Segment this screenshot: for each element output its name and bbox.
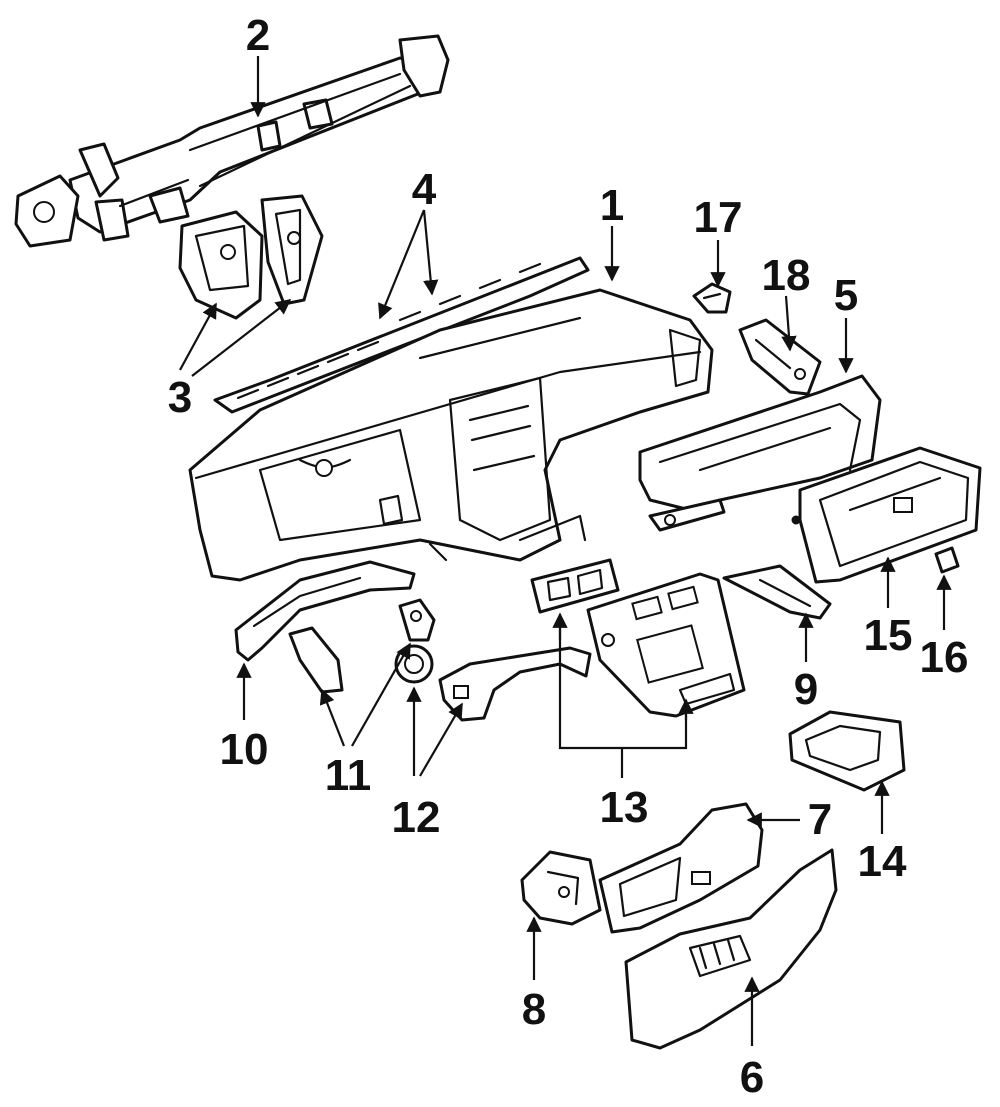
part-3-brackets [178,194,324,320]
part-18-bracket [738,318,822,396]
leader-lines [179,56,952,1046]
part-4-defroster-nozzle [213,256,590,414]
part-6-lower-cover [624,848,838,1050]
part-9-bracket [722,564,832,620]
part-12-knob-and-bracket [394,644,592,722]
part-11-brackets [288,598,436,694]
callout-14: 14 [858,837,907,886]
callout-13: 13 [600,783,649,832]
callout-9: 9 [794,665,818,714]
callout-11: 11 [325,751,372,800]
part-14-ashtray [788,710,906,792]
callout-12: 12 [392,793,441,842]
callout-6: 6 [740,1053,764,1102]
callout-17: 17 [694,193,743,242]
callout-2: 2 [246,11,270,60]
part-8-bracket [520,850,602,926]
callout-labels: 2 1 3 4 17 18 5 15 16 9 10 11 12 13 14 7… [168,11,969,1102]
part-16-latch [934,546,960,574]
callout-16: 16 [920,633,969,682]
callout-15: 15 [864,611,913,660]
part-5-lower-panel [638,374,882,532]
callout-5: 5 [834,271,858,320]
part-17-clip [692,282,732,314]
callout-10: 10 [220,725,269,774]
part-13-center-bezel [530,558,746,718]
callout-18: 18 [762,251,811,300]
callout-7: 7 [808,795,832,844]
part-10-trim-panel [234,560,416,662]
callout-1: 1 [600,181,624,230]
callout-3: 3 [168,373,192,422]
callout-8: 8 [522,985,546,1034]
part-1-instrument-panel [188,288,714,582]
part-2-reinforcement-beam [14,34,450,248]
part-15-glove-box [791,446,982,584]
callout-4: 4 [412,165,437,214]
part-7-lower-bracket [598,802,764,934]
